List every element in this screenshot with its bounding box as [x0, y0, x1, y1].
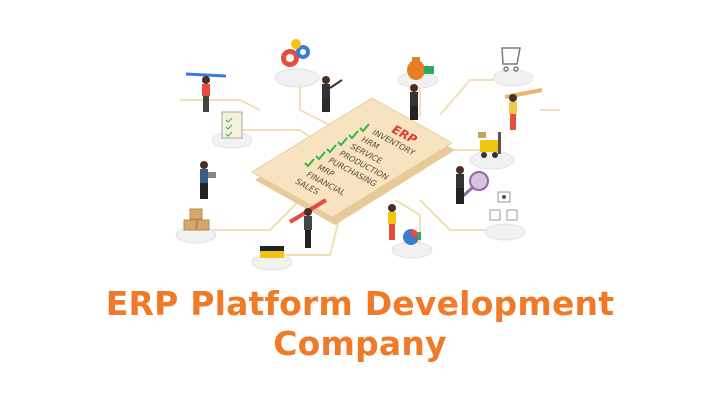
erp-board: ERP INVENTORY HRM SERVICE PRODUCTION PUR…	[251, 97, 455, 225]
headline-line-2: Company	[273, 324, 447, 363]
person-with-ruler	[504, 88, 543, 130]
shopping-cart-icon	[501, 47, 521, 72]
erp-illustration: ERP INVENTORY HRM SERVICE PRODUCTION PUR…	[175, 39, 560, 271]
pie-chart-icon	[403, 229, 421, 245]
magnifier-icon	[462, 171, 489, 198]
person-with-pencil-bottom	[288, 198, 328, 248]
person-with-bag	[410, 84, 418, 120]
person-standing	[388, 204, 396, 240]
clipboard-icon	[221, 111, 243, 139]
people	[185, 72, 543, 248]
headline-line-1: ERP Platform Development	[105, 284, 615, 323]
org-chart-icon	[489, 191, 518, 221]
money-bag-icon	[407, 57, 434, 80]
person-with-pencil	[185, 72, 227, 112]
gears-icon	[281, 39, 310, 67]
boxes-icon	[183, 208, 210, 231]
check-icons	[304, 123, 370, 168]
person-with-laptop	[200, 161, 216, 199]
forklift-icon	[478, 132, 501, 158]
book-icon	[260, 246, 284, 258]
person-with-magnifier	[456, 166, 464, 204]
platforms	[175, 68, 534, 271]
person-pointing	[322, 76, 343, 112]
